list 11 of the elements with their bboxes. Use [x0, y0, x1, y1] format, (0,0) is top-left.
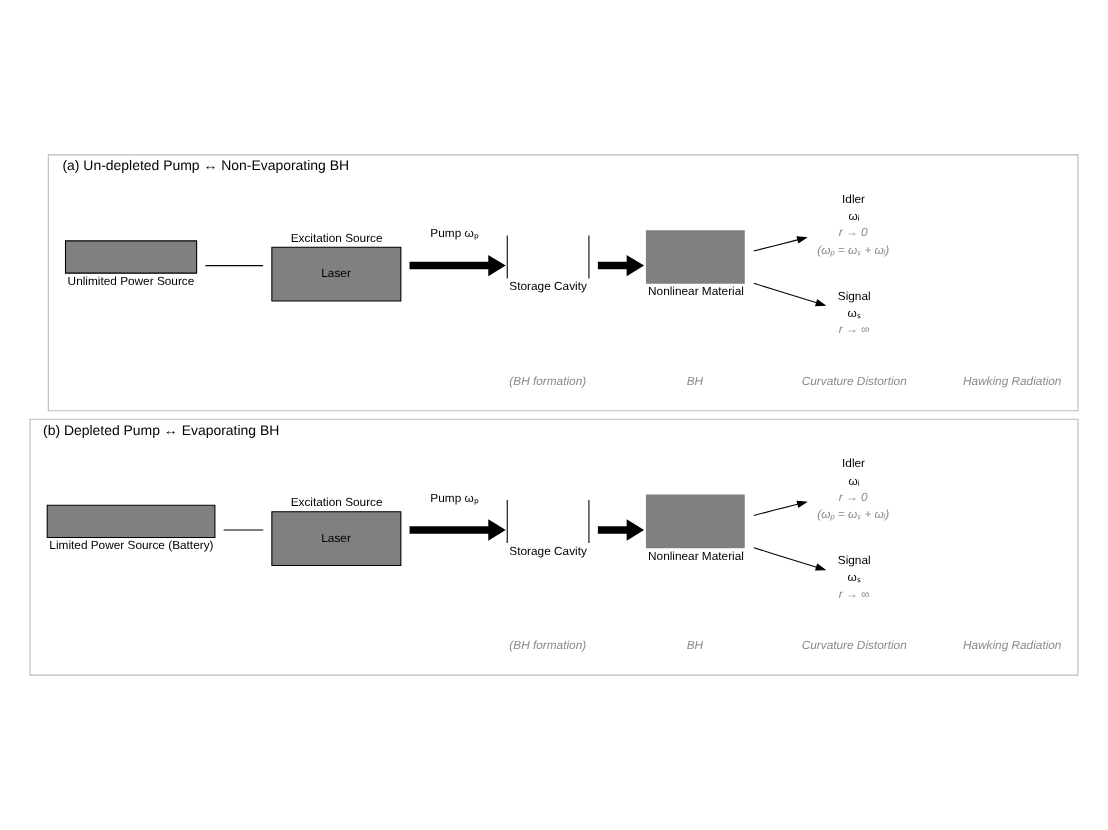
node-box [645, 494, 745, 549]
arrow [753, 500, 808, 516]
arrow [597, 519, 645, 541]
arrow [597, 254, 645, 277]
arrow [409, 519, 506, 541]
arrow [753, 282, 827, 307]
connector [204, 265, 264, 267]
arrow [753, 236, 808, 252]
node-box [645, 230, 745, 284]
arrow [753, 547, 827, 571]
arrow [409, 254, 506, 277]
